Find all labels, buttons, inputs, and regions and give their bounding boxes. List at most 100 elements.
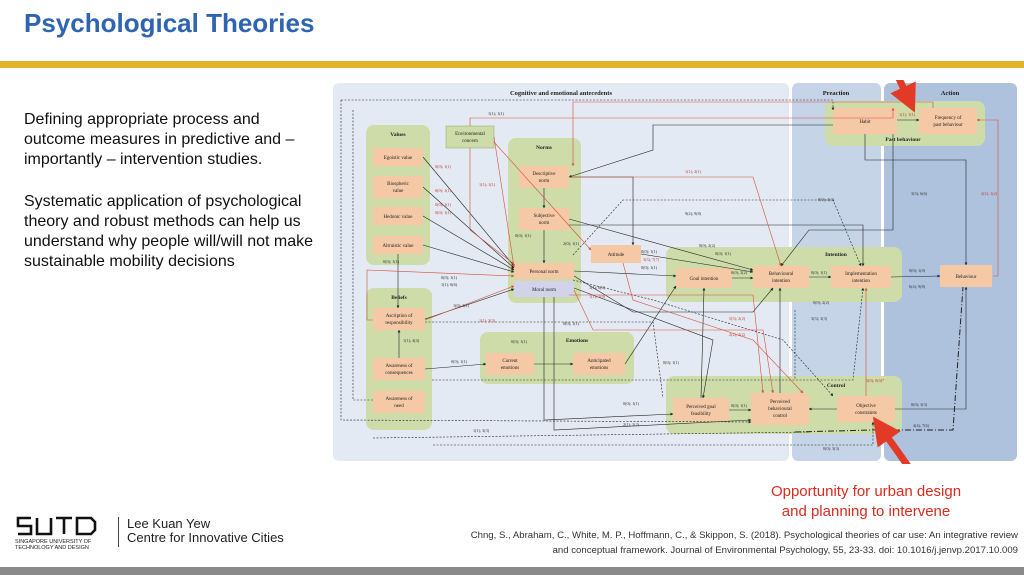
node-behaviour: Behaviour xyxy=(940,265,992,287)
svg-text:Moral norm: Moral norm xyxy=(532,288,556,293)
svg-text:1(1); 6(4): 1(1); 6(4) xyxy=(589,285,606,290)
svg-text:0(0); 1(1): 0(0); 1(1) xyxy=(451,359,468,364)
accent-bar xyxy=(0,61,1024,68)
node-moral-norm: Moral norm xyxy=(514,281,574,297)
svg-text:Implementation: Implementation xyxy=(845,272,877,277)
svg-text:1(1); 1(1): 1(1); 1(1) xyxy=(899,112,916,117)
svg-text:control: control xyxy=(773,414,788,419)
svg-text:value: value xyxy=(393,189,405,194)
svg-text:3(3); 6(6): 3(3); 6(6) xyxy=(911,191,928,196)
svg-text:0(0); 1(1): 0(0); 1(1) xyxy=(563,321,580,326)
node-personal-norm: Personal norm xyxy=(514,263,574,279)
node-biospheric-value: Biospheric value xyxy=(373,176,423,198)
svg-text:0(0); 1(1): 0(0); 1(1) xyxy=(641,249,658,254)
sutd-name-line-1: SINGAPORE UNIVERSITY OF xyxy=(15,539,92,545)
svg-text:0(0); 1(1): 0(0); 1(1) xyxy=(511,339,528,344)
svg-text:3(3); 7(7): 3(3); 7(7) xyxy=(643,257,660,262)
node-perceived-goal-feasibility: Perceived goal feasibility xyxy=(673,398,729,422)
svg-text:Behaviour: Behaviour xyxy=(956,275,977,280)
node-anticipated-emotions: Anticipated emotions xyxy=(573,353,625,375)
svg-text:Subjective: Subjective xyxy=(533,214,555,219)
callout-line-2: and planning to intervene xyxy=(781,503,951,520)
svg-text:past behaviour: past behaviour xyxy=(933,123,963,128)
panel-action-label: Action xyxy=(941,90,960,97)
panel-preaction-label: Preaction xyxy=(823,90,850,97)
node-habit: Habit xyxy=(833,108,897,134)
svg-text:Behavioural: Behavioural xyxy=(769,272,794,277)
svg-text:4(4); 7(6): 4(4); 7(6) xyxy=(913,423,930,428)
node-descriptive-norm: Descriptive norm xyxy=(519,166,569,188)
svg-text:1(1); 3(3): 1(1); 3(3) xyxy=(473,428,490,433)
svg-text:0(0); 1(1): 0(0); 1(1) xyxy=(435,202,452,207)
svg-text:Frequency of: Frequency of xyxy=(935,116,962,121)
svg-text:0(0); 3(3): 0(0); 3(3) xyxy=(911,402,928,407)
svg-text:1(1); 1(1): 1(1); 1(1) xyxy=(488,111,505,116)
svg-text:Current: Current xyxy=(502,359,518,364)
body-text: Defining appropriate process and outcome… xyxy=(24,110,324,294)
svg-text:Altruistic value: Altruistic value xyxy=(383,244,415,249)
svg-text:Environmental: Environmental xyxy=(455,132,485,137)
svg-text:0(0); 1(1): 0(0); 1(1) xyxy=(441,275,458,280)
svg-text:Objective: Objective xyxy=(856,404,876,409)
svg-text:2(0); 1(1): 2(0); 1(1) xyxy=(563,241,580,246)
svg-text:2(1); 2(2): 2(1); 2(2) xyxy=(623,422,640,427)
connectors-red xyxy=(366,101,999,396)
node-subjective-norm: Subjective norm xyxy=(519,208,569,230)
svg-text:Egoistic value: Egoistic value xyxy=(384,156,413,161)
sutd-name-line-2: TECHNOLOGY AND DESIGN xyxy=(15,545,89,551)
callout-text: Opportunity for urban design and plannin… xyxy=(735,482,997,522)
svg-text:0(0); 2(2): 0(0); 2(2) xyxy=(699,243,716,248)
svg-text:norm: norm xyxy=(539,179,550,184)
node-hedonic-value: Hedonic value xyxy=(373,207,423,225)
svg-text:concern: concern xyxy=(462,139,478,144)
sutd-logo-icon xyxy=(16,516,97,536)
svg-text:0(0); 2(2): 0(0); 2(2) xyxy=(813,300,830,305)
svg-text:1(1); 1(1): 1(1); 1(1) xyxy=(479,182,496,187)
citation-line-1: Chng, S., Abraham, C., White, M. P., Hof… xyxy=(470,530,1018,541)
svg-text:6(4); 9(8): 6(4); 9(8) xyxy=(909,284,926,289)
callout-line-1: Opportunity for urban design xyxy=(770,483,962,500)
svg-text:0(0); 1(1): 0(0); 1(1) xyxy=(435,210,452,215)
svg-text:3(3); 3(3): 3(3); 3(3) xyxy=(811,316,828,321)
svg-text:0(0); 0(0)*: 0(0); 0(0)* xyxy=(866,378,884,383)
group-control-label: Control xyxy=(827,383,846,389)
sutd-name: SINGAPORE UNIVERSITY OF TECHNOLOGY AND D… xyxy=(15,539,105,551)
group-norms-label: Norms xyxy=(536,145,552,151)
svg-text:Awareness of: Awareness of xyxy=(386,364,413,369)
edge-labels: 1(1); 1(1) 0(0); 1(1) 1(1); 1(1) 0(0); 1… xyxy=(383,111,998,451)
node-awareness-of-need: Awareness of need xyxy=(373,391,425,413)
node-attitude: Attitude xyxy=(591,245,641,263)
svg-text:Perceived: Perceived xyxy=(770,400,790,405)
lkycic-name: Lee Kuan Yew Centre for Innovative Citie… xyxy=(127,517,284,545)
paragraph-measures: Defining appropriate process and outcome… xyxy=(24,111,295,168)
node-implementation-intention: Implementation intention xyxy=(831,266,891,288)
svg-text:consequences: consequences xyxy=(385,371,413,376)
svg-text:emotions: emotions xyxy=(590,366,608,371)
connector-dash-dot xyxy=(794,286,964,433)
svg-text:0(0); 1(1): 0(0); 1(1) xyxy=(383,259,400,264)
node-frequency-of-past-behaviour: Frequency of past behaviour xyxy=(919,108,977,134)
group-past-behaviour-label: Past behaviour xyxy=(885,137,921,143)
svg-text:0(0); 1(0): 0(0); 1(0) xyxy=(909,268,926,273)
svg-text:responsibility: responsibility xyxy=(385,321,413,326)
group-beliefs-label: Beliefs xyxy=(391,295,407,301)
svg-text:0(0); 1(1): 0(0); 1(1) xyxy=(715,251,732,256)
svg-text:0(0); 1(1): 0(0); 1(1) xyxy=(731,403,748,408)
svg-text:1(1); 3(3): 1(1); 3(3) xyxy=(479,318,496,323)
lkycic-line-2: Centre for Innovative Cities xyxy=(127,530,284,545)
lkycic-line-1: Lee Kuan Yew xyxy=(127,516,211,531)
node-objective-constraints: Objective constraints xyxy=(837,396,895,422)
svg-text:Ascription of: Ascription of xyxy=(386,314,413,319)
svg-text:0(0); 2(2): 0(0); 2(2) xyxy=(731,270,748,275)
svg-text:2(2); 2(2): 2(2); 2(2) xyxy=(729,332,746,337)
svg-text:Descriptive: Descriptive xyxy=(532,172,556,177)
svg-text:Attitude: Attitude xyxy=(608,253,625,258)
svg-text:Biospheric: Biospheric xyxy=(387,182,409,187)
node-egoistic-value: Egoistic value xyxy=(373,148,423,166)
svg-text:0(0); 4(4): 0(0); 4(4) xyxy=(818,197,835,202)
svg-text:Habit: Habit xyxy=(859,120,871,125)
svg-text:0(0); 3(3): 0(0); 3(3) xyxy=(823,446,840,451)
node-ascription-of-responsibility: Ascription of responsibility xyxy=(373,308,425,330)
svg-text:0(0); 1(1): 0(0); 1(1) xyxy=(811,270,828,275)
svg-text:1(1); 4(4): 1(1); 4(4) xyxy=(403,338,420,343)
